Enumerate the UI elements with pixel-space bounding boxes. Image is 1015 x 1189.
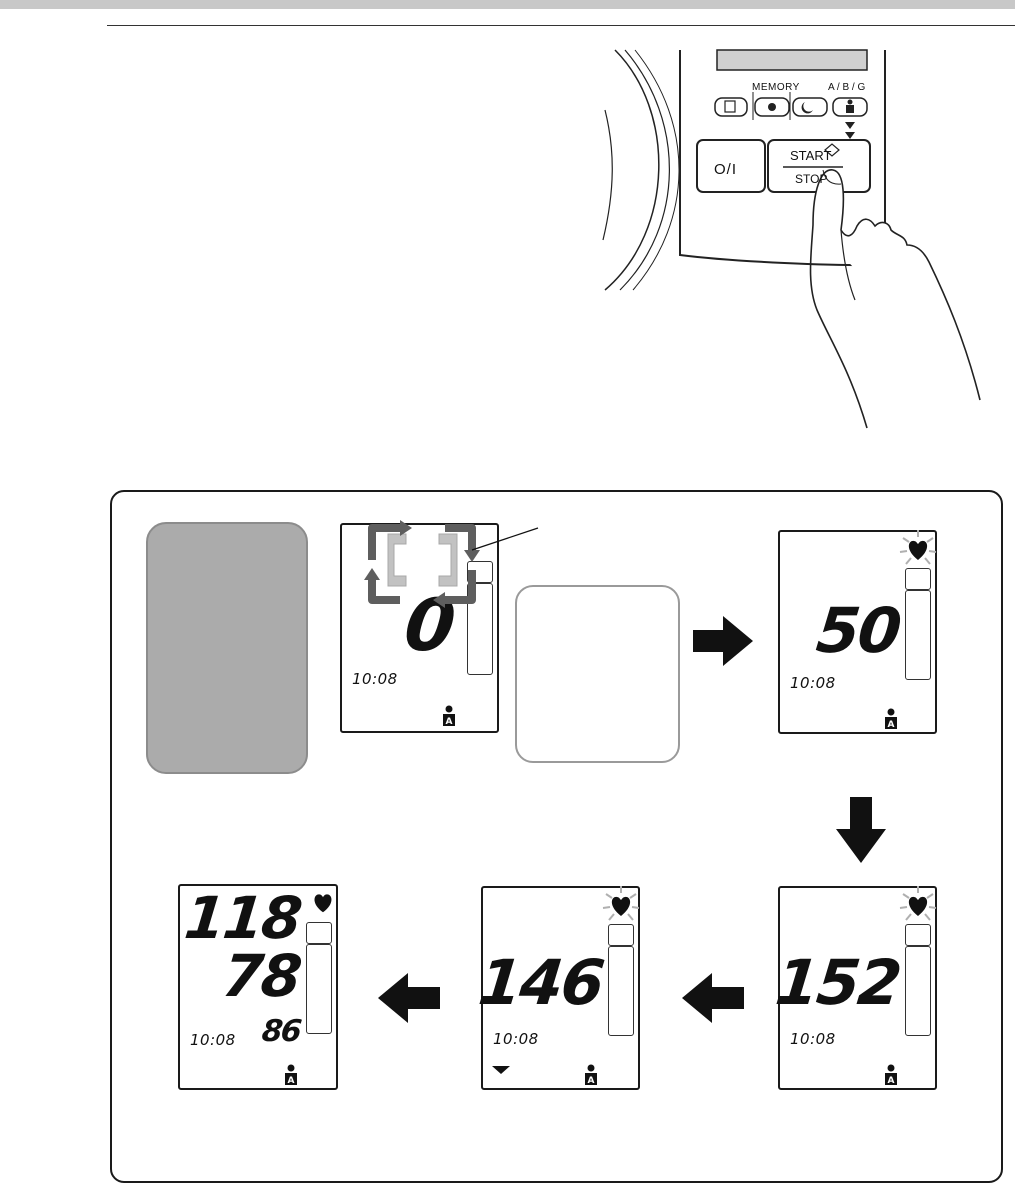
pulse-readout: 86 [260,1014,302,1049]
svg-text:A: A [588,1076,595,1086]
flow-arrow-left [682,973,744,1023]
level-bar [608,946,634,1036]
flow-arrow-down [836,797,886,863]
level-bar-top [306,922,332,944]
lcd-screen-152: 152 10:08 A [772,886,937,1090]
level-bar [905,590,931,680]
user-a-icon: A [885,1064,897,1086]
level-bar-top [467,561,493,583]
start-button-label: START [790,148,832,163]
heart-icon [314,894,332,913]
user-select-label: A / B / G [828,82,866,93]
lcd-screen-50: 50 10:08 A [778,530,937,734]
deflate-indicator-icon [492,1066,510,1074]
heart-icon [899,886,937,921]
pressure-readout: 146 [474,946,606,1019]
diastolic-readout: 78 [219,942,304,1010]
user-a-icon: A [885,708,897,730]
svg-text:A: A [888,1076,895,1086]
inflation-arrow-icon [364,520,480,608]
user-a-icon: A [285,1064,297,1086]
level-bar-top [608,924,634,946]
level-bar [467,583,493,675]
lcd-screen-146: 146 10:08 A [475,886,640,1090]
user-a-icon: A [443,705,455,727]
heart-icon [602,886,640,921]
svg-text:A: A [446,717,453,727]
clock-readout: 10:08 [190,1031,236,1049]
heart-icon [899,530,937,565]
clock-readout: 10:08 [352,670,398,688]
measurement-sequence-panel [110,490,1003,1183]
pressure-readout: 50 [812,594,903,667]
clock-readout: 10:08 [493,1030,539,1048]
svg-text:A: A [288,1076,295,1086]
user-a-icon: A [585,1064,597,1086]
device-illustration [602,49,981,429]
top-header-bar [0,0,1015,9]
level-bar-top [905,924,931,946]
flow-arrow-right [693,616,753,666]
level-bar [905,946,931,1036]
clock-readout: 10:08 [790,1030,836,1048]
stop-button-label: STOP [795,172,828,186]
clock-readout: 10:08 [790,674,836,692]
svg-text:A: A [888,720,895,730]
placeholder-white-card [515,585,680,763]
power-button-label: O/I [714,161,738,178]
level-bar [306,944,332,1034]
placeholder-gray-card [146,522,308,774]
flow-arrow-left-2 [378,973,440,1023]
level-bar-top [905,568,931,590]
pressure-readout: 152 [771,946,903,1019]
callout-leader-line [471,527,539,551]
lcd-screen-result: 118 78 86 10:08 A [178,884,338,1090]
header-rule [107,25,1015,26]
memory-label: MEMORY [752,82,800,93]
